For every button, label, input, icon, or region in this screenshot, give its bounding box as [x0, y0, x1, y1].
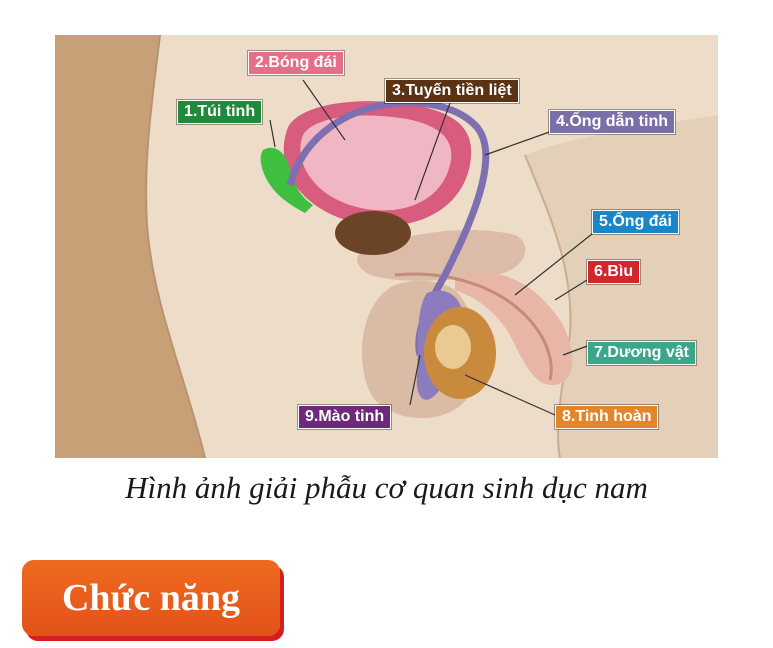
prostate-shape [335, 211, 411, 255]
seminal-vesicle-shape [260, 147, 313, 213]
torso-shape [55, 35, 205, 458]
thigh-shape [525, 115, 718, 458]
bladder-inner [300, 115, 452, 211]
thigh-contour [524, 154, 572, 458]
label-prostate: 3.Tuyến tiền liệt [385, 79, 519, 103]
leader-lines [269, 79, 598, 416]
label-vas-deferens: 4.Ống dẫn tinh [549, 110, 675, 134]
body-contour [145, 35, 206, 458]
label-epididymis: 9.Mào tinh [298, 405, 392, 429]
urethra-line [394, 272, 553, 381]
penis-shape [455, 272, 573, 386]
function-section-button[interactable]: Chức năng [22, 560, 280, 636]
anatomy-illustration [55, 35, 718, 458]
label-testis: 8.Tinh hoàn [555, 405, 659, 429]
label-urethra: 5.Ống đái [592, 210, 679, 234]
figure-caption: Hình ảnh giải phẫu cơ quan sinh dục nam [125, 470, 648, 505]
anatomy-figure: 1.Túi tinh 2.Bóng đái 3.Tuyến tiền liệt … [55, 35, 718, 458]
label-seminal-vesicle: 1.Túi tinh [177, 100, 263, 124]
label-scrotum: 6.Bìu [587, 260, 641, 284]
testis-highlight [435, 325, 471, 369]
label-bladder: 2.Bóng đái [248, 51, 344, 75]
label-penis: 7.Dương vật [587, 341, 696, 365]
